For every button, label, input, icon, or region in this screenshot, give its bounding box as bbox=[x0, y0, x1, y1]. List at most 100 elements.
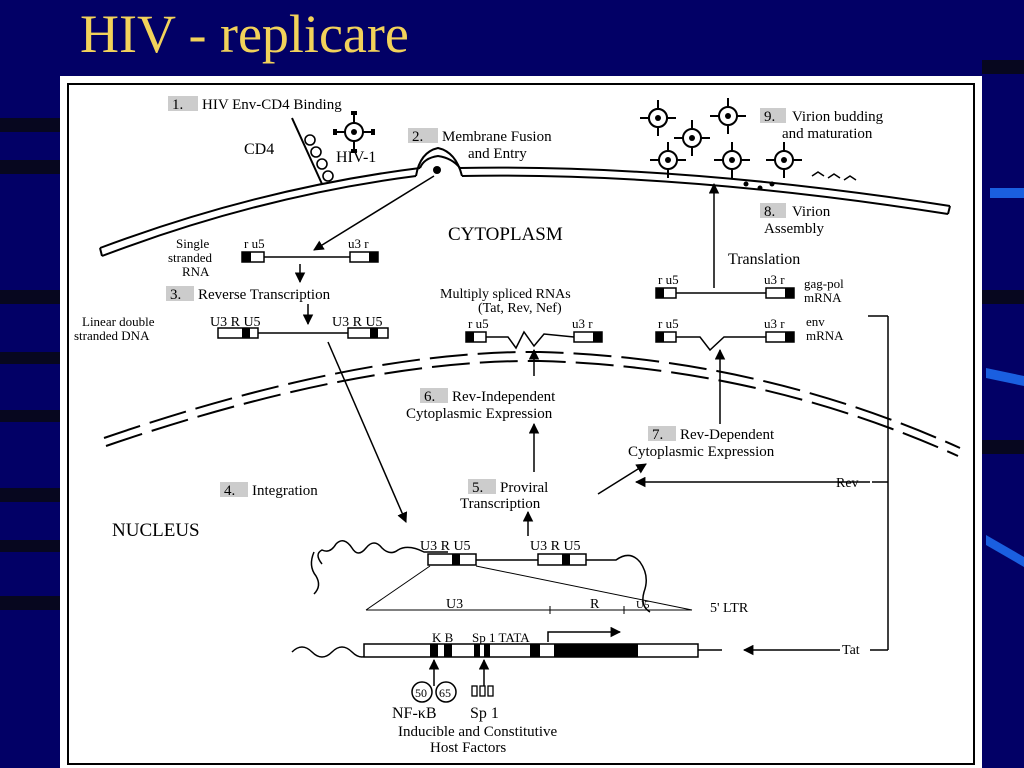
slide-title: HIV - replicare bbox=[80, 4, 409, 64]
step3-label: Reverse Transcription bbox=[198, 287, 331, 303]
hiv1-label: HIV-1 bbox=[336, 149, 376, 166]
step9-number: 9. bbox=[764, 109, 775, 125]
rev-label: Rev bbox=[836, 476, 859, 491]
env-label-line1: env bbox=[806, 314, 825, 329]
step-number-box bbox=[168, 96, 198, 111]
multiply-spliced-label-line2: (Tat, Rev, Nef) bbox=[478, 301, 562, 316]
cell-membrane-inner bbox=[461, 174, 949, 215]
background-accent bbox=[990, 188, 1024, 198]
step4-label: Integration bbox=[252, 483, 318, 499]
background-stripe bbox=[0, 488, 60, 502]
translation-label: Translation bbox=[728, 251, 800, 268]
background-stripe bbox=[0, 596, 60, 610]
step6-number: 6. bbox=[424, 389, 435, 405]
virion-icon bbox=[766, 142, 802, 178]
background-stripe bbox=[0, 290, 60, 304]
virion-icon bbox=[674, 120, 710, 156]
transcription-start-arrow bbox=[547, 626, 622, 642]
sp1-label: Sp 1 bbox=[470, 705, 499, 722]
step4-number: 4. bbox=[224, 483, 235, 499]
single-stranded-label-line2: stranded bbox=[168, 250, 213, 265]
background-stripe bbox=[0, 352, 60, 364]
step7-label-line2: Cytoplasmic Expression bbox=[628, 444, 775, 460]
step-number-box bbox=[468, 479, 496, 494]
cell-membrane-outer bbox=[99, 167, 421, 249]
step1-label: HIV Env-CD4 Binding bbox=[202, 97, 342, 113]
step8-number: 8. bbox=[764, 204, 775, 220]
background-stripe bbox=[0, 540, 60, 552]
background-stripe bbox=[982, 440, 1024, 454]
background-stripe bbox=[0, 410, 60, 422]
provirus-marker-left: U3 R U5 bbox=[420, 539, 471, 554]
host-factors-label-line1: Inducible and Constitutive bbox=[398, 724, 557, 740]
step9-label-line2: and maturation bbox=[782, 126, 873, 142]
step8-label-line2: Assembly bbox=[764, 221, 825, 237]
host-dna-right bbox=[586, 554, 651, 613]
background-stripe bbox=[982, 60, 1024, 74]
ltr-label: 5' LTR bbox=[710, 601, 749, 616]
tat-label: Tat bbox=[842, 643, 860, 658]
sp1-factor-icon bbox=[471, 685, 494, 697]
step-number-box bbox=[220, 482, 248, 497]
background-accent bbox=[986, 367, 1024, 387]
host-factors-label-line2: Host Factors bbox=[430, 740, 506, 756]
gagpol-marker-left: r u5 bbox=[658, 272, 679, 287]
p65-subunit bbox=[435, 681, 457, 703]
p50-label: 50 bbox=[415, 686, 427, 700]
cell-membrane-outer bbox=[459, 166, 951, 207]
step-number-box bbox=[408, 128, 438, 143]
hiv1-virion-icon bbox=[333, 111, 375, 153]
budding-virions bbox=[640, 98, 857, 191]
hiv-replication-diagram: 1. HIV Env-CD4 Binding CD4 HIV-1 2. Memb… bbox=[67, 83, 975, 765]
host-dna-left bbox=[317, 540, 448, 565]
cd4-receptor-coils bbox=[304, 134, 334, 182]
ltr-segment-u3: U3 bbox=[446, 597, 463, 612]
step3-number: 3. bbox=[170, 287, 181, 303]
gagpol-label-line2: mRNA bbox=[804, 290, 842, 305]
step2-label-line1: Membrane Fusion bbox=[442, 129, 552, 145]
step-number-box bbox=[420, 388, 448, 403]
step-number-box bbox=[760, 108, 786, 123]
multiply-spliced-label-line1: Multiply spliced RNAs bbox=[440, 287, 571, 302]
cell-membrane-inner bbox=[101, 175, 417, 257]
rna-marker-right: u3 r bbox=[348, 236, 369, 251]
single-stranded-label-line3: RNA bbox=[182, 264, 210, 279]
ltr-segment-r: R bbox=[590, 597, 600, 612]
virion-icon bbox=[714, 142, 750, 178]
gagpol-marker-right: u3 r bbox=[764, 272, 785, 287]
step6-label-line2: Cytoplasmic Expression bbox=[406, 406, 553, 422]
background-stripe bbox=[0, 160, 60, 174]
gagpol-label-line1: gag-pol bbox=[804, 276, 844, 291]
step5-label-line2: Transcription bbox=[460, 496, 541, 512]
diagram-border bbox=[67, 83, 975, 765]
nfkb-label: NF-κB bbox=[392, 705, 437, 722]
step7-label-line1: Rev-Dependent bbox=[680, 427, 775, 443]
background-accent bbox=[986, 535, 1024, 567]
virion-icon bbox=[710, 98, 746, 134]
spliced-marker-right: u3 r bbox=[572, 316, 593, 331]
spliced-marker-left: r u5 bbox=[468, 316, 489, 331]
linear-dna-label-line1: Linear double bbox=[82, 314, 155, 329]
step6-label-line1: Rev-Independent bbox=[452, 389, 556, 405]
step2-number: 2. bbox=[412, 129, 423, 145]
virion-icon bbox=[650, 142, 686, 178]
step9-label-line1: Virion budding bbox=[792, 109, 884, 125]
provirus-marker-right: U3 R U5 bbox=[530, 539, 581, 554]
dna-marker-left: U3 R U5 bbox=[210, 315, 261, 330]
env-marker-right: u3 r bbox=[764, 316, 785, 331]
p65-label: 65 bbox=[439, 686, 451, 700]
rna-marker-left: r u5 bbox=[244, 236, 265, 251]
step-number-box bbox=[648, 426, 676, 441]
cytoplasm-label: CYTOPLASM bbox=[448, 224, 563, 245]
step7-number: 7. bbox=[652, 427, 663, 443]
env-marker-left: r u5 bbox=[658, 316, 679, 331]
step1-number: 1. bbox=[172, 97, 183, 113]
background-stripe bbox=[0, 118, 60, 132]
dna-marker-right: U3 R U5 bbox=[332, 315, 383, 330]
step5-label-line1: Proviral bbox=[500, 480, 548, 496]
single-stranded-label-line1: Single bbox=[176, 236, 209, 251]
step8-label-line1: Virion bbox=[792, 204, 831, 220]
nuclear-membrane-inner bbox=[105, 359, 959, 457]
env-label-line2: mRNA bbox=[806, 328, 844, 343]
step5-number: 5. bbox=[472, 480, 483, 496]
